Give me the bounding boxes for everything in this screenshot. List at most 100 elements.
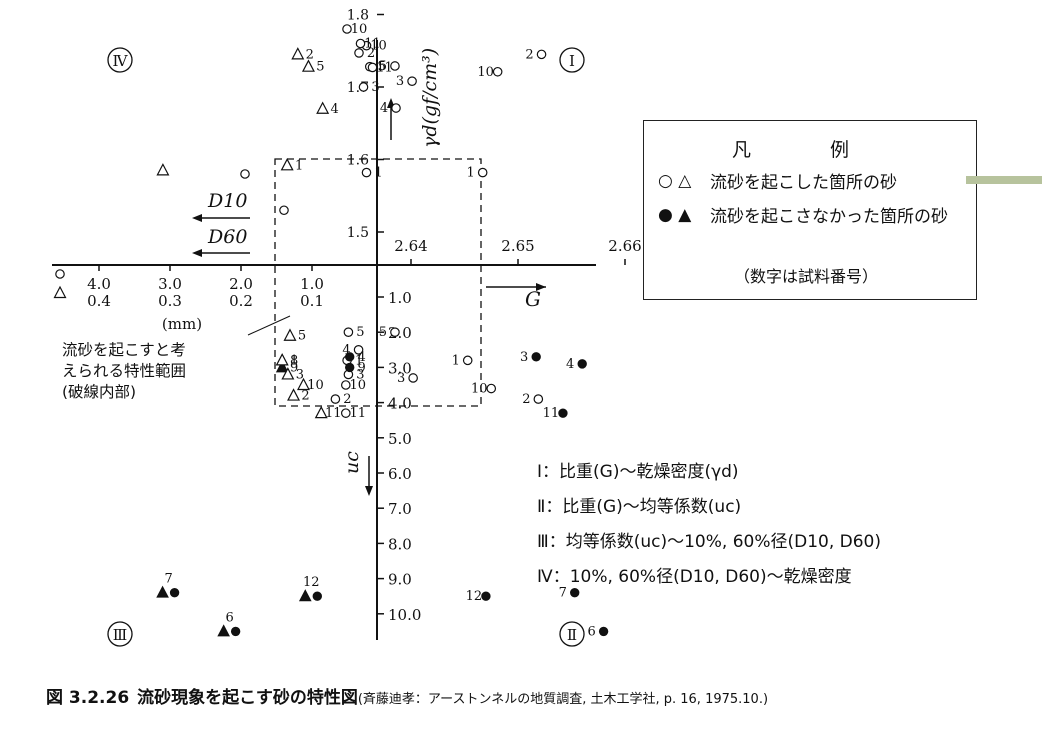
data-point-circle [353, 344, 364, 355]
legend-row-open: ○ △流砂を起こした箇所の砂 [658, 171, 972, 195]
uc-tick-label: 8.0 [388, 535, 412, 553]
data-point-triangle [314, 405, 328, 419]
point-number-label: 3 [520, 350, 528, 365]
quadrant-q4-circle [107, 47, 133, 73]
point-number-label: 4 [342, 343, 350, 358]
d10-tick-label: 0.2 [229, 292, 253, 310]
uc-tick-label: 3.0 [388, 359, 412, 377]
point-number-label: 2 [306, 47, 314, 62]
data-point-circle [531, 352, 541, 362]
point-number-label: 10 [351, 22, 368, 37]
point-number-label: 3 [397, 371, 405, 386]
data-point-triangle [156, 585, 169, 598]
point-number-label: 5 [379, 325, 387, 340]
d10-arrow-head [192, 214, 202, 222]
quadrant-q1-label: Ⅰ [569, 52, 575, 70]
point-number-label: 3 [396, 74, 404, 89]
point-number-label: 5 [356, 325, 364, 340]
point-number-label: 1 [452, 353, 460, 368]
g-tick-label: 2.64 [394, 237, 427, 255]
data-point-circle [598, 626, 609, 637]
legend-open-text: 流砂を起こした箇所の砂 [710, 173, 897, 193]
point-number-label: 11 [543, 406, 560, 421]
point-number-label: 11 [376, 60, 393, 75]
data-point-circle [354, 48, 364, 58]
data-point-circle [367, 62, 378, 73]
figure-source: (斉藤迪孝：アーストンネルの地質調査, 土木工学社, p. 16, 1975.1… [357, 692, 769, 707]
uc-axis-label: uc [341, 451, 363, 474]
data-point-circle [343, 327, 354, 337]
uc-tick-label: 9.0 [388, 571, 412, 589]
point-number-label: 6 [587, 624, 595, 639]
data-point-triangle [291, 47, 305, 60]
g-tick-label: 2.66 [608, 237, 641, 255]
note-leader [247, 315, 291, 336]
side-marker-triangle [53, 285, 67, 299]
data-point-triangle [281, 367, 295, 380]
d60-tick-label: 4.0 [87, 275, 111, 293]
d60-tick-label: 1.0 [300, 275, 324, 293]
data-point-circle [345, 352, 355, 362]
data-point-circle [312, 591, 322, 601]
region-note: 流砂を起こすと考 えられる特性範囲 (破線内部) [62, 340, 186, 403]
point-number-label: 10 [370, 39, 387, 54]
data-point-circle [536, 49, 547, 60]
legend-title: 凡 例 [732, 139, 880, 161]
axis-labels: 2.642.652.661.51.61.71.81.91.02.03.04.05… [87, 8, 642, 624]
point-number-label: 3 [356, 367, 364, 382]
g-tick-label: 2.65 [501, 237, 534, 255]
uc-tick-label: 4.0 [388, 395, 412, 413]
data-point-triangle [301, 59, 315, 72]
d10-axis-label: D10 [207, 190, 247, 212]
point-number-label: 10 [350, 378, 367, 393]
gamma-tick-label: 1.5 [347, 225, 369, 241]
uc-arrow-head [365, 486, 373, 496]
description-q3: Ⅲ：均等係数(uc)～10%, 60%径(D10, D60) [537, 532, 882, 552]
point-number-label: 12 [303, 575, 320, 590]
point-number-label: 11 [325, 406, 342, 421]
point-number-label: 2 [301, 389, 309, 404]
data-point-triangle [280, 158, 294, 171]
data-point-circle [358, 82, 369, 92]
point-number-label: 1 [355, 353, 363, 368]
data-point-circle [577, 359, 587, 369]
point-number-label: 6 [225, 610, 233, 625]
data-point-circle [462, 355, 473, 366]
legend-filled-symbols: ● ▲ [658, 205, 692, 225]
scan-margin-bar [966, 176, 1042, 184]
point-number-label: 5 [378, 60, 386, 75]
legend-filled-text: 流砂を起こさなかった箇所の砂 [710, 207, 948, 227]
quadrant-q3-label: Ⅲ [113, 626, 127, 644]
d10-tick-label: 0.3 [158, 292, 182, 310]
data-point-triangle [296, 377, 310, 391]
legend-note: （数字は試料番号） [734, 267, 879, 286]
point-number-label: 10 [477, 65, 494, 80]
data-point-circle [345, 362, 355, 373]
point-number-label: 3 [296, 367, 304, 382]
data-point-circle [533, 394, 544, 404]
point-number-label: 12 [466, 589, 483, 604]
legend: 凡 例 ○ △流砂を起こした箇所の砂 ● ▲ 流砂を起こさなかった箇所の砂 （数字… [643, 120, 977, 300]
unit-label: (mm) [162, 315, 202, 333]
region-note-line: (破線内部) [62, 383, 137, 401]
point-number-label: 11 [350, 406, 367, 421]
point-number-label: 9 [290, 360, 298, 375]
data-point-triangle [156, 163, 170, 176]
point-number-label: 2 [367, 46, 375, 61]
point-number-label: 7 [559, 586, 567, 601]
point-number-label: 4 [566, 357, 574, 372]
point-number-label: 4 [358, 350, 366, 365]
data-point-circle [481, 591, 491, 601]
point-number-label: 4 [331, 102, 339, 117]
quadrant-descriptions: Ⅰ：比重(G)～乾燥密度(γd) Ⅱ：比重(G)～均等係数(uc) Ⅲ：均等係数… [537, 455, 881, 595]
data-point-triangle [283, 328, 297, 341]
d60-tick-label: 2.0 [229, 275, 253, 293]
point-number-label: 8 [290, 353, 298, 368]
data-point-triangle [316, 101, 330, 114]
figure-title: 流砂現象を起こす砂の特性図 [137, 688, 358, 708]
data-point-circle [390, 327, 400, 337]
data-point-circle [390, 61, 400, 71]
data-point-circle [240, 169, 250, 179]
data-point-circle [558, 408, 568, 418]
